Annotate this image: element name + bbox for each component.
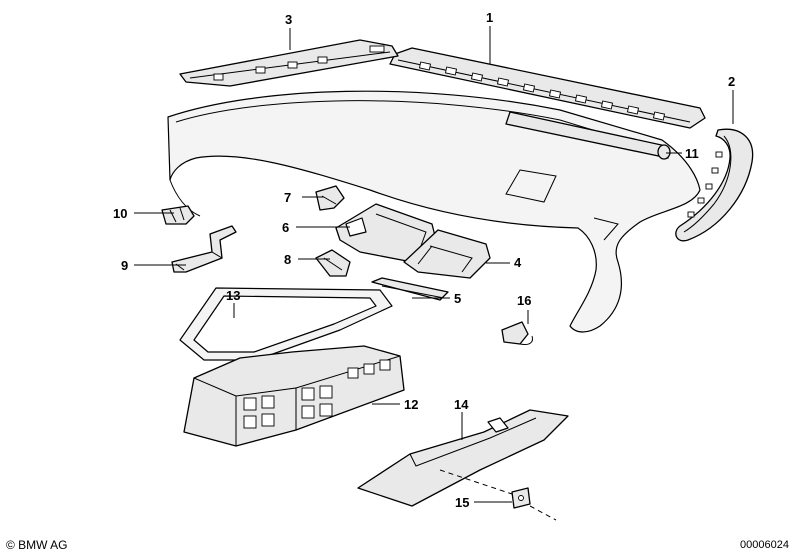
callout-12: 12 <box>404 397 418 412</box>
part-8-clip[interactable] <box>315 249 351 277</box>
callout-11: 11 <box>685 146 699 161</box>
part-13-gasket[interactable] <box>179 287 393 361</box>
part-3-left-trim-strip[interactable] <box>179 39 399 87</box>
callout-8: 8 <box>284 252 291 267</box>
callout-7: 7 <box>284 190 291 205</box>
callout-1: 1 <box>486 10 493 25</box>
callout-9: 9 <box>121 258 128 273</box>
part-16-clip[interactable] <box>501 321 533 345</box>
callout-10: 10 <box>113 206 127 221</box>
bumper-body <box>167 90 701 333</box>
part-11-rubber-strip[interactable] <box>505 111 671 160</box>
callout-15: 15 <box>455 495 469 510</box>
callouts: 1 2 3 4 5 6 7 8 9 10 11 12 13 14 15 16 <box>113 10 735 510</box>
part-1-upper-trim-strip[interactable] <box>389 47 706 129</box>
part-7-clip[interactable] <box>315 185 345 211</box>
part-2-corner-trim[interactable] <box>675 128 754 242</box>
callout-3: 3 <box>285 12 292 27</box>
part-15-nut[interactable] <box>439 469 557 521</box>
part-12-slots <box>243 359 391 429</box>
leader-lines <box>134 26 734 503</box>
copyright-label: © BMW AG <box>6 538 68 552</box>
part-10-clip[interactable] <box>161 205 195 225</box>
callout-13: 13 <box>226 288 240 303</box>
callout-5: 5 <box>454 291 461 306</box>
part-1-clips <box>418 61 666 121</box>
callout-2: 2 <box>728 74 735 89</box>
part-12-step-housing[interactable] <box>183 345 405 447</box>
callout-4: 4 <box>514 255 522 270</box>
callout-14: 14 <box>454 397 469 412</box>
callout-6: 6 <box>282 220 289 235</box>
drawing-number-label: 00006024 <box>740 539 789 551</box>
part-4-bracket[interactable] <box>403 229 491 279</box>
callout-16: 16 <box>517 293 531 308</box>
part-5-strip[interactable] <box>371 277 449 301</box>
part-14-plate[interactable] <box>357 409 569 507</box>
